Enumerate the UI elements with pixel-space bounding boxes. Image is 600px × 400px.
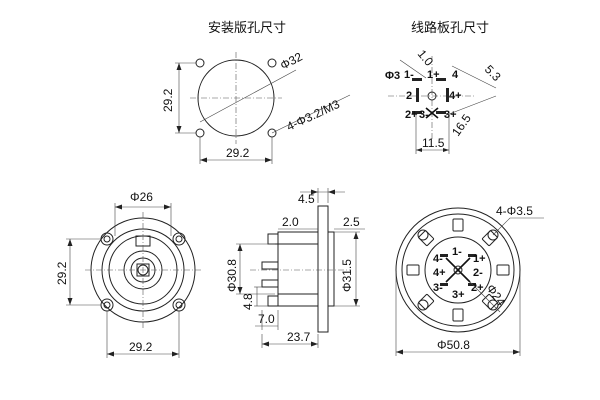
pcb-pin-label-2: 2 [406, 90, 412, 102]
side-dim-4-8: 4.8 [241, 293, 255, 310]
rear-dia-outer: Φ50.8 [437, 338, 470, 352]
mount-height-label: 29.2 [161, 88, 175, 112]
rear-hole-spec: 4-Φ3.5 [496, 204, 533, 218]
mount-hole-tr [267, 58, 277, 68]
mounting-hole-view: Φ32 4-Φ3.2/M3 29.2 29.2 [161, 49, 351, 164]
side-dia-30-8: Φ30.8 [225, 259, 239, 292]
mount-hole-spec-label: 4-Φ3.2/M3 [284, 97, 342, 134]
side-dim-flange: 4.5 [298, 192, 315, 206]
front-width-label: 29.2 [129, 340, 153, 354]
title-pcb-hole: 线路板孔尺寸 [411, 20, 489, 35]
mount-hole-tl [195, 58, 205, 68]
rear-pin-1minus: 1- [452, 246, 462, 258]
pcb-pin-label-1minus: 1- [404, 69, 414, 81]
pcb-hole-view: Φ3 1- 1+ 4 2 4+ 2+ 3- 3+ 1.0 5.3 16.5 11… [385, 47, 504, 154]
rear-pin-2minus: 2- [473, 267, 483, 279]
pcb-pin-label-3plus: 3+ [444, 109, 457, 121]
pcb-dim-bottom: 11.5 [422, 136, 445, 150]
front-height-label: 29.2 [55, 261, 69, 285]
side-dim-2-5: 2.5 [343, 215, 360, 229]
rear-view: 4- 1- 1+ 4+ 2- 3- 3+ 2+ 4-Φ3.5 Φ24 Φ50.8 [395, 204, 544, 356]
pcb-dim-right: 5.3 [482, 62, 504, 84]
rear-pin-2plus: 2+ [471, 282, 484, 294]
front-dia-top: Φ26 [130, 190, 153, 204]
title-mounting-hole: 安装版孔尺寸 [208, 20, 286, 35]
pcb-pin-label-3minus: 3- [419, 109, 429, 121]
side-dim-7-0: 7.0 [258, 312, 275, 326]
pcb-pin-label-2plus: 2+ [405, 109, 418, 121]
pcb-pin-label-1plus: 1+ [427, 69, 440, 81]
rear-pin-4minus: 4- [433, 253, 443, 265]
rear-pin-3plus: 3+ [452, 289, 465, 301]
mount-width-label: 29.2 [226, 146, 250, 160]
pcb-dim-top-diag: 1.0 [415, 47, 437, 69]
rear-pin-4plus: 4+ [433, 267, 446, 279]
rear-pin-1plus: 1+ [473, 253, 486, 265]
side-dim-23-7: 23.7 [287, 330, 311, 344]
rear-pin-3minus: 3- [433, 282, 443, 294]
mount-dia-label: Φ32 [278, 49, 305, 72]
side-dim-2-0: 2.0 [282, 215, 299, 229]
pcb-pin-label-4plus: 4+ [449, 90, 462, 102]
front-view: Φ26 29.2 29.2 [55, 190, 201, 358]
side-view: 4.5 2.0 2.5 Φ30.8 Φ31.5 4.8 7.0 [225, 188, 365, 348]
side-dia-31-5: Φ31.5 [340, 259, 354, 292]
pcb-pin-label-4: 4 [452, 69, 459, 81]
pcb-pin-label-dia: Φ3 [385, 70, 400, 82]
mount-hole-bl [195, 128, 205, 138]
